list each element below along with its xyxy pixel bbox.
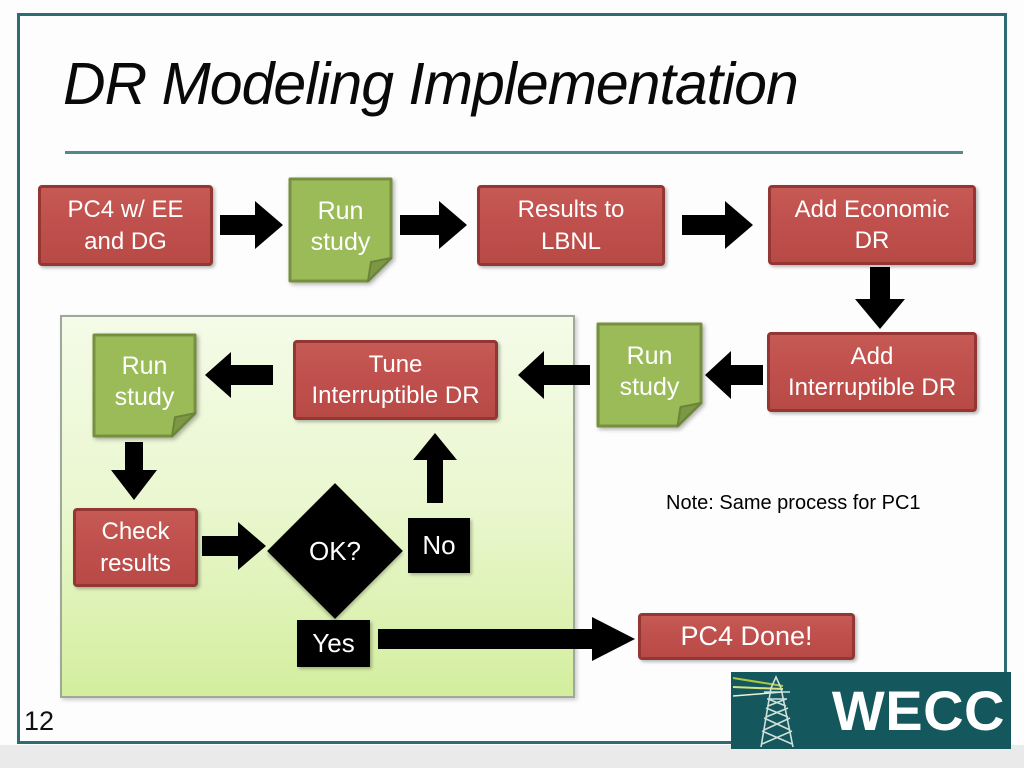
node-label: Interruptible DR: [311, 382, 480, 409]
flow-arrow-run2-to-tune: [518, 351, 590, 399]
wecc-logo-text: WECC: [831, 679, 1005, 742]
wecc-logo: WECC: [731, 672, 1011, 749]
node-label: Interruptible DR: [787, 374, 957, 401]
flow-arrow-tune-to-run3: [205, 352, 273, 398]
node-no: No: [408, 518, 470, 573]
node-check-results: Check results: [73, 508, 198, 587]
node-label: and DG: [84, 227, 167, 255]
node-pc4-input: PC4 w/ EE and DG: [38, 185, 213, 266]
flow-arrow-addecon-to-addint: [855, 267, 905, 329]
process-note: Note: Same process for PC1: [666, 492, 921, 514]
flow-arrow-no-to-tune: [413, 433, 457, 503]
node-label: Add Economic: [794, 195, 950, 223]
node-yes: Yes: [297, 620, 370, 667]
flow-arrow-results-to-addecon: [682, 201, 753, 249]
node-label: LBNL: [540, 227, 602, 255]
node-label: Results to: [517, 196, 625, 224]
page-title: DR Modeling Implementation: [63, 51, 799, 117]
flow-arrow-yes-to-done: [378, 617, 635, 661]
node-tune-interruptible-dr: Tune Interruptible DR: [293, 340, 498, 420]
note-label: Run: [317, 196, 364, 225]
slide-frame: [17, 13, 1007, 744]
flow-arrow-run1-to-results: [400, 201, 467, 249]
node-label: Add: [850, 342, 894, 370]
node-label: PC4 Done!: [680, 620, 813, 651]
flow-arrow-addint-to-run2: [705, 351, 763, 399]
node-add-economic-dr: Add Economic DR: [768, 185, 976, 265]
flow-arrow-check-to-decision: [202, 522, 266, 570]
folded-note-icon: [92, 333, 197, 438]
note-run-study-1: Run study: [288, 177, 393, 283]
node-pc4-done: PC4 Done!: [638, 613, 855, 660]
note-label: study: [619, 372, 680, 401]
note-label: Run: [626, 341, 673, 370]
note-run-study-2: Run study: [596, 322, 703, 428]
node-label: Check: [101, 518, 170, 546]
node-label: PC4 w/ EE: [67, 196, 184, 224]
flow-arrow-run3-to-check: [111, 442, 157, 500]
node-label: Tune: [368, 350, 423, 378]
node-results-lbnl: Results to LBNL: [477, 185, 665, 266]
folded-note-icon: [288, 177, 393, 283]
folded-note-icon: [596, 322, 703, 428]
note-label: study: [114, 383, 175, 412]
flow-arrow-pc4-to-run1: [220, 201, 283, 249]
title-divider: [65, 151, 963, 154]
decision-label: OK?: [308, 535, 362, 566]
note-label: study: [310, 227, 371, 256]
transmission-tower-icon: [732, 675, 794, 748]
node-label: results: [100, 549, 171, 577]
node-label: DR: [854, 227, 890, 254]
page-number: 12: [24, 706, 55, 736]
node-add-interruptible-dr: Add Interruptible DR: [767, 332, 977, 412]
note-run-study-3: Run study: [92, 333, 197, 438]
note-label: Run: [121, 352, 168, 381]
outside-slide-strip: [0, 745, 1024, 768]
